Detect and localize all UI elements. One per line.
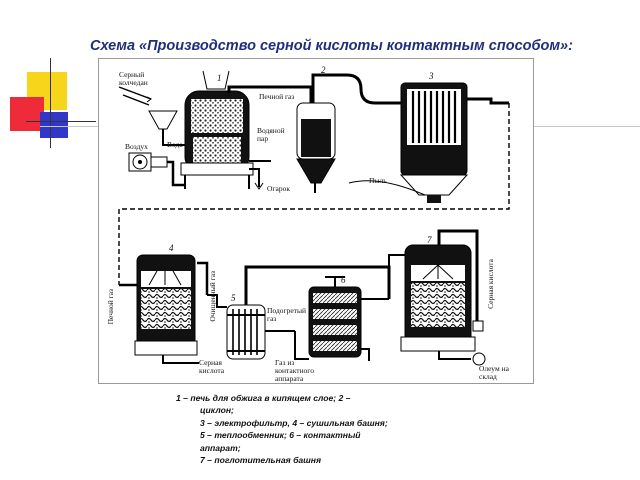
caption-line: 3 – электрофильтр, 4 – сушильная башня;	[200, 417, 388, 428]
label-sulfuric-acid: Серная кислота	[199, 358, 225, 375]
absorption-tower-7	[400, 244, 476, 352]
electrofilter-3	[399, 82, 469, 203]
air-pipe	[167, 160, 185, 187]
feed-chute	[162, 129, 185, 146]
decor-vertical-line	[50, 58, 51, 148]
label-oleum: Олеум на склад	[479, 364, 509, 381]
caption-line: 5 – теплообменник; 6 – контактный	[200, 430, 361, 441]
diagram-drawing	[118, 70, 510, 366]
unit-number-3: 3	[429, 71, 434, 81]
heat-exchanger-5	[226, 304, 266, 360]
dust-line	[348, 180, 426, 196]
label-purified-gas: Очищенный газ	[208, 271, 217, 322]
legend-caption: 1 – печь для обжига в кипящем слое; 2 – …	[176, 392, 476, 466]
label-sulfuric-acid-right: Серная кислота	[486, 259, 495, 309]
pipe-filter-out	[467, 97, 509, 105]
unit-number-1: 1	[217, 73, 222, 83]
page-title: Схема «Производство серной кислоты конта…	[90, 38, 573, 54]
label-kiln-gas-in: Печной газ	[106, 289, 115, 325]
caption-line: 7 – поглотительная башня	[200, 455, 322, 466]
acid-recirculation-pipe	[437, 229, 479, 327]
contact-apparatus-6	[308, 276, 362, 358]
cyclone-2	[296, 81, 336, 193]
label-kiln-gas: Печной газ	[259, 92, 295, 101]
process-diagram: 1 2 3 4 5 6 7 Серный колчедан Вода Возду…	[98, 58, 534, 384]
label-heated-gas: Подогретый газ	[267, 306, 307, 323]
feed-hopper	[148, 110, 178, 130]
air-blower	[128, 152, 168, 172]
caption-line: циклон;	[200, 405, 234, 416]
unit-number-2: 2	[321, 65, 326, 75]
oleum-outlet	[438, 351, 471, 360]
decor-blue-square	[40, 112, 68, 138]
dashed-gas-route	[118, 103, 510, 285]
acid-drain-4	[162, 355, 199, 364]
label-pyrite: Серный колчедан	[119, 70, 148, 87]
caption-line: 1 – печь для обжига в кипящем слое; 2 –	[176, 393, 351, 403]
label-air: Воздух	[125, 142, 148, 151]
label-steam: Водяной пар	[257, 126, 285, 143]
unit-number-7: 7	[427, 235, 432, 245]
kiln-1	[180, 70, 254, 189]
pump-icon	[472, 352, 486, 366]
unit-number-5: 5	[231, 293, 236, 303]
label-dust: Пыль	[369, 176, 387, 185]
pipe-exchanger-top	[244, 265, 391, 305]
pipe-cyclone-filter	[311, 73, 401, 105]
unit-number-6: 6	[341, 275, 346, 285]
label-gas-from-contact: Газ из контактного аппарата	[275, 358, 314, 383]
drying-tower-4	[134, 254, 198, 356]
label-cinder: Огарок	[267, 184, 290, 193]
decor-red-square	[10, 97, 44, 131]
pyrite-arrows	[118, 86, 152, 106]
pipe-kiln-cyclone	[227, 85, 313, 103]
label-water: Вода	[167, 140, 183, 149]
cinder-pipe	[249, 168, 260, 187]
decor-horizontal-line	[26, 121, 96, 122]
caption-line: аппарат;	[200, 442, 241, 453]
unit-number-4: 4	[169, 243, 174, 253]
pipe-tower-out	[197, 261, 209, 295]
